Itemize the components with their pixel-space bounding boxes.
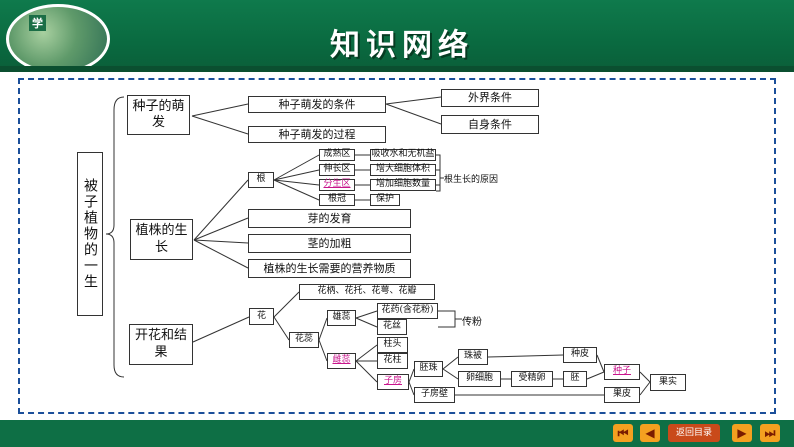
node-egg: 卵细胞 [458, 371, 501, 387]
node-zone-meristem: 分生区 [319, 179, 355, 191]
node-pistil-stamen: 花蕊 [289, 332, 319, 348]
next-page-button[interactable]: ▶ [732, 424, 752, 442]
node-anther: 花药(含花粉) [377, 303, 438, 319]
node-integument: 珠被 [458, 349, 488, 365]
node-fn-protect: 保护 [370, 194, 400, 206]
node-growth: 植株的生长 [130, 219, 193, 260]
prev-page-button[interactable]: ◀ [640, 424, 660, 442]
node-pistil: 雌蕊 [327, 353, 356, 369]
node-pericarp: 果皮 [604, 387, 640, 403]
logo-text: 学 [29, 15, 46, 31]
node-fn-enlarge: 增大细胞体积 [370, 164, 436, 176]
node-germination-conditions: 种子萌发的条件 [248, 96, 386, 113]
banner-stripe [0, 66, 794, 72]
node-flower-parts: 花柄、花托、花萼、花瓣 [299, 284, 435, 300]
footer-bar [0, 420, 794, 447]
node-ovule: 胚珠 [414, 361, 443, 377]
page-title: 知识网络 [330, 28, 474, 63]
node-stigma: 柱头 [377, 337, 408, 353]
node-germination: 种子的萌发 [127, 95, 190, 135]
label-pollination: 传粉 [462, 317, 482, 328]
node-fn-absorb: 吸收水和无机盐 [370, 149, 436, 161]
logo: 学 [6, 4, 110, 74]
node-nutrients: 植株的生长需要的营养物质 [248, 259, 411, 278]
node-filament: 花丝 [377, 319, 407, 335]
last-page-button[interactable]: ⏭ [760, 424, 780, 442]
node-ovary: 子房 [377, 374, 409, 390]
first-page-button[interactable]: ⏮ [613, 424, 633, 442]
node-germination-process: 种子萌发的过程 [248, 126, 386, 143]
node-root: 根 [248, 172, 274, 188]
header-banner: 学 知识网络 [0, 0, 794, 74]
node-zone-rootcap: 根冠 [319, 194, 355, 206]
node-zone-maturation: 成熟区 [319, 149, 355, 161]
node-fruit: 果实 [650, 374, 686, 391]
node-seed-coat: 种皮 [563, 347, 597, 363]
node-bud: 芽的发育 [248, 209, 411, 228]
label-root-reason: 根生长的原因 [444, 175, 499, 185]
node-seed: 种子 [604, 364, 640, 380]
node-stem: 茎的加粗 [248, 234, 411, 253]
node-flowering: 开花和结果 [129, 324, 193, 365]
node-zone-elongation: 伸长区 [319, 164, 355, 176]
content-frame [18, 78, 776, 414]
node-fn-divide: 增加细胞数量 [370, 179, 436, 191]
node-ovary-wall: 子房壁 [414, 387, 455, 403]
node-stamen: 雄蕊 [327, 310, 356, 326]
node-internal-conditions: 自身条件 [441, 115, 539, 134]
node-flower: 花 [249, 308, 274, 325]
node-fertilized-egg: 受精卵 [511, 371, 553, 387]
home-button[interactable]: 返回目录 [668, 424, 720, 442]
root-node: 被子植物的一生 [77, 152, 103, 316]
node-external-conditions: 外界条件 [441, 89, 539, 107]
node-embryo: 胚 [563, 371, 587, 387]
node-style: 花柱 [377, 353, 408, 369]
